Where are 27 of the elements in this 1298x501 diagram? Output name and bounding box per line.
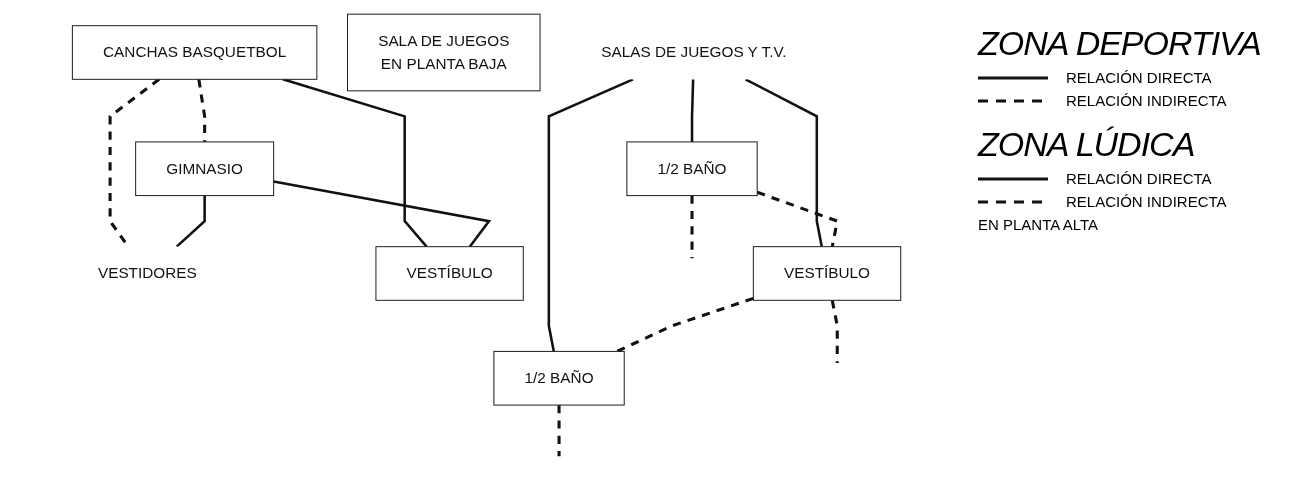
connector [273,180,492,248]
node-box: VESTÍBULO [752,246,902,301]
zone-heading: ZONA LÚDICA [978,125,1196,164]
node-box: CANCHAS BASQUETBOL [71,25,318,80]
legend-text: RELACIÓN DIRECTA [1066,170,1212,187]
connector [744,78,824,247]
connector [557,405,561,457]
node-box: VESTÍBULO [375,246,524,301]
node-box: GIMNASIO [135,141,275,197]
connector [175,195,206,248]
connector [616,296,754,353]
zone-heading: ZONA DEPORTIVA [978,24,1262,63]
connector [547,78,634,352]
node-text: SALAS DE JUEGOS Y T.V. [601,43,787,61]
node-box: SALA DE JUEGOS EN PLANTA BAJA [347,13,541,92]
legend-text: RELACIÓN INDIRECTA [1066,193,1227,210]
legend-text: RELACIÓN INDIRECTA [1066,92,1227,109]
node-text: VESTIDORES [97,264,197,282]
connector [690,195,694,259]
connector [830,300,839,363]
connector [756,190,839,247]
node-box: 1/2 BAÑO [493,350,625,406]
node-box: 1/2 BAÑO [626,141,758,197]
connector [690,79,695,142]
legend-text: RELACIÓN DIRECTA [1066,69,1212,86]
connector [282,78,428,248]
floor-note: EN PLANTA ALTA [978,216,1100,233]
